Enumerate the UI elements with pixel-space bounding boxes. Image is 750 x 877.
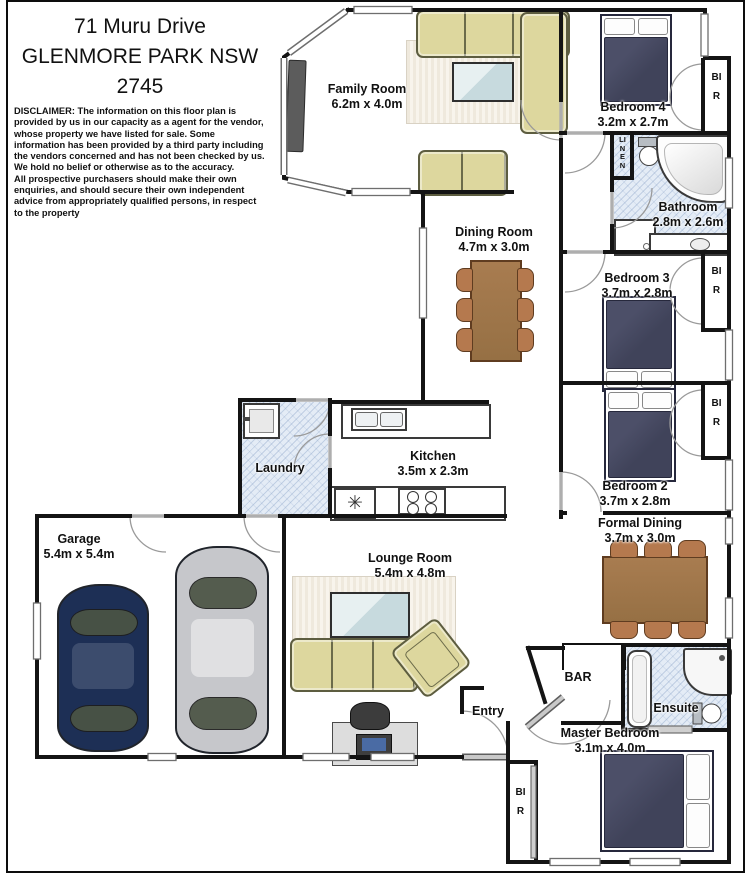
label-bir-bedroom4: BIR (711, 72, 722, 102)
page-border (6, 0, 745, 873)
label-bir-master: BIR (515, 787, 526, 817)
ensuite-bath (627, 650, 652, 728)
kitchen-cooktop (398, 488, 446, 515)
tv-cabinet (285, 59, 307, 153)
label-entry: Entry (472, 704, 504, 718)
family-sofa-two-seat (418, 150, 508, 196)
disclaimer-text-3: All prospective purchasers should make t… (14, 173, 257, 218)
laptop (356, 734, 392, 760)
label-bir-bedroom2: BIR (711, 398, 722, 428)
lounge-coffee-table (330, 592, 410, 638)
disclaimer-label: DISCLAIMER: (14, 106, 75, 116)
bedroom2-bed (604, 388, 676, 482)
disclaimer-text-2: We hold no belief or otherwise as to the… (14, 162, 235, 173)
dining-chair (456, 268, 473, 292)
formal-dining-chair (644, 621, 672, 639)
laundry-tub (243, 403, 280, 439)
family-coffee-table (452, 62, 514, 102)
formal-dining-chair (610, 621, 638, 639)
desk-chair (350, 702, 390, 730)
car-dark-blue (57, 584, 149, 752)
dining-chair (517, 328, 534, 352)
page-title: 71 Muru Drive (74, 15, 206, 38)
label-laundry: Laundry (255, 461, 305, 475)
dining-chair (456, 298, 473, 322)
formal-dining-table (602, 556, 708, 624)
bedroom3-bed (602, 296, 676, 392)
kitchen-sink (351, 408, 407, 431)
page-subtitle: GLENMORE PARK NSW 2745 (21, 45, 259, 98)
bathroom-vanity (649, 233, 730, 256)
label-bar: BAR (564, 670, 592, 684)
disclaimer: DISCLAIMER: The information on this floo… (10, 106, 270, 219)
bedroom4-bed (600, 14, 672, 106)
label-bir-bedroom3: BIR (711, 266, 722, 296)
title-block: 71 Muru Drive GLENMORE PARK NSW 2745 DIS… (10, 12, 270, 219)
family-sofa-right (520, 12, 568, 134)
dining-chair (517, 298, 534, 322)
label-ensuite: Ensuite (653, 701, 699, 715)
dining-table (470, 260, 522, 362)
car-silver (175, 546, 269, 754)
label-linen: LINEN (619, 135, 626, 170)
dining-chair (517, 268, 534, 292)
bar-counter (562, 643, 626, 670)
kitchen-appliance: ✳ (334, 488, 376, 519)
dining-chair (456, 328, 473, 352)
appliance-star-icon: ✳ (347, 493, 363, 514)
formal-dining-chair (678, 621, 706, 639)
master-bed (600, 750, 714, 852)
